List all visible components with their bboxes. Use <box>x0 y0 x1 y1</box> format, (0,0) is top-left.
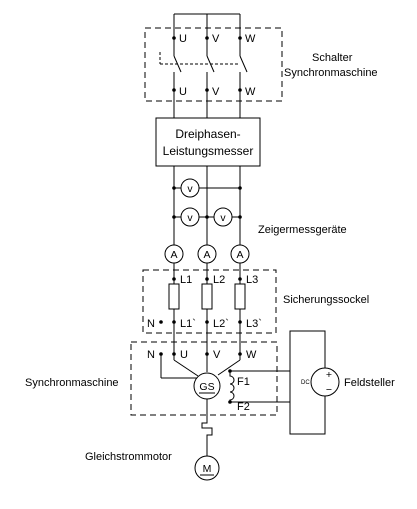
terminal-l1: L1 <box>180 274 192 286</box>
terminal-u-bottom: U <box>179 86 187 98</box>
terminal-l3-prime: L3` <box>246 318 262 330</box>
terminal-v-bottom: V <box>212 86 220 98</box>
terminal-u-top: U <box>179 33 187 45</box>
power-meter-label-line1: Dreiphasen- <box>175 127 240 141</box>
terminal-f1: F1 <box>237 376 250 388</box>
sync-machine-section: N U V W GS F1 F2 Synchronmaschine <box>25 341 290 456</box>
switch-title-line2: Synchronmaschine <box>284 67 378 79</box>
ammeter-1-label: A <box>170 249 177 261</box>
dc-label: DC <box>301 380 310 386</box>
terminal-u-machine: U <box>180 349 188 361</box>
terminal-v-machine: V <box>213 349 221 361</box>
ammeter-3-label: A <box>236 249 243 261</box>
dc-motor-circle <box>194 455 220 481</box>
terminal-n-fuse: N <box>147 318 155 330</box>
switch-dashed-box <box>144 27 283 102</box>
terminal-n-machine: N <box>147 349 155 361</box>
sync-machine-label: Synchronmaschine <box>25 377 119 389</box>
dc-motor: M Gleichstrommotor <box>85 451 220 481</box>
power-meter: Dreiphasen- Leistungsmesser <box>155 117 261 167</box>
dc-minus-symbol: − <box>326 384 332 396</box>
terminal-l2: L2 <box>213 274 225 286</box>
power-meter-box <box>155 117 261 167</box>
sync-machine-dashed-box <box>130 341 278 416</box>
terminal-l3: L3 <box>246 274 258 286</box>
ammeter-2-label: A <box>203 249 210 261</box>
power-meter-label-line2: Leistungsmesser <box>163 144 254 158</box>
fuse-holder-label: Sicherungssockel <box>283 294 369 306</box>
fuse-section: L1 L2 L3 L1` L2` L3` N Sicherungssockel <box>142 269 369 360</box>
terminal-l1-prime: L1` <box>180 318 196 330</box>
voltmeter-3-label: V <box>220 212 226 224</box>
dc-motor-symbol: M <box>203 463 212 475</box>
voltmeter-1-label: V <box>187 183 193 195</box>
switch-section: U V W U V W Schalter Synchronmaschine <box>144 13 378 118</box>
generator-label: GS <box>199 381 214 393</box>
pointer-instruments-label: Zeigermessgeräte <box>258 224 347 236</box>
measurement-section: V V V Zeigermessgeräte A A A <box>164 166 347 284</box>
voltmeter-2-label: V <box>187 212 193 224</box>
field-controller: + − DC Feldsteller <box>289 330 395 435</box>
fuse-dashed-box <box>142 269 277 334</box>
terminal-w-bottom: W <box>245 86 256 98</box>
terminal-v-top: V <box>212 33 220 45</box>
terminal-w-top: W <box>245 33 256 45</box>
field-controller-label: Feldsteller <box>344 377 395 389</box>
dc-plus-symbol: + <box>326 369 332 381</box>
switch-title-line1: Schalter <box>312 52 353 64</box>
dc-source-circle <box>310 367 340 397</box>
terminal-l2-prime: L2` <box>213 318 229 330</box>
dc-motor-label: Gleichstrommotor <box>85 451 172 463</box>
terminal-w-machine: W <box>246 349 257 361</box>
terminal-f2: F2 <box>237 401 250 413</box>
